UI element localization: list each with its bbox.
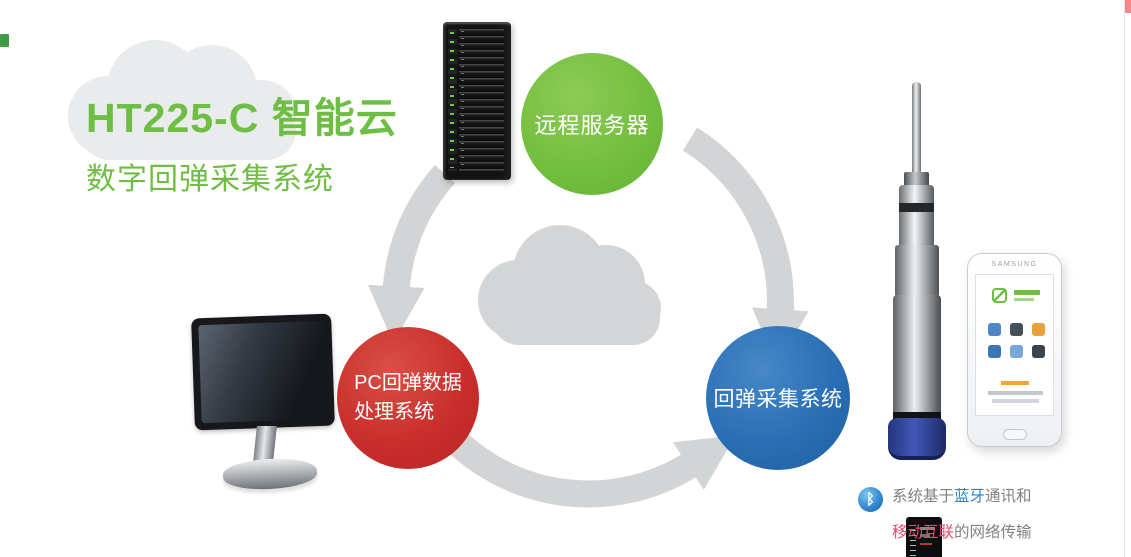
note-text: 通讯和	[985, 488, 1032, 505]
app-logo-text-bar	[1014, 290, 1040, 295]
node-remote-server-label: 远程服务器	[534, 113, 650, 138]
phone-home-button	[1003, 429, 1027, 440]
hammer-base-ring	[893, 412, 941, 420]
note-lines: 系统基于蓝牙通讯和 移动互联的网络传输	[892, 484, 1120, 542]
note-line-2: 移动互联的网络传输	[892, 520, 1120, 542]
pc-monitor-illustration	[191, 313, 338, 498]
monitor-stand-base	[222, 456, 318, 492]
hammer-label-band	[899, 203, 934, 212]
smartphone-illustration: SAMSUNG	[967, 253, 1062, 447]
bluetooth-icon: ᛒ	[858, 487, 883, 512]
app-icon	[987, 345, 1001, 358]
screen-footer-text-bar-2	[992, 399, 1039, 403]
pc-label-line1: PC回弹数据	[354, 372, 462, 394]
hammer-blue-base	[888, 418, 946, 460]
hammer-upper-cylinder	[899, 185, 934, 247]
arrow-server-to-pc	[368, 164, 456, 343]
server-rack-slots	[459, 29, 504, 171]
app-logo-text-bar-2	[1014, 298, 1034, 301]
cycle-arrows	[368, 127, 809, 508]
app-icon	[1009, 323, 1023, 336]
hammer-collar	[904, 172, 929, 187]
page-right-edge-line	[1124, 0, 1125, 557]
note-highlight-mobile: 移动互联	[892, 524, 955, 541]
hammer-display-panel	[906, 517, 942, 557]
hammer-main-body	[893, 295, 942, 557]
screen-footer-text-bar	[988, 391, 1043, 395]
hammer-panel-text	[920, 527, 935, 530]
title-block: HT225-C 智能云 数字回弹采集系统	[86, 84, 398, 198]
center-cloud	[478, 225, 661, 345]
rebound-hammer-illustration	[886, 82, 948, 557]
phone-screen	[975, 274, 1054, 416]
scrollbar-top-mark	[1125, 0, 1131, 13]
node-rebound-collector: 回弹采集系统	[706, 326, 850, 470]
server-rack-illustration	[443, 22, 511, 180]
arrow-pc-to-collector	[438, 423, 736, 508]
note-text: 系统基于	[892, 488, 955, 505]
title-cloud	[68, 40, 296, 160]
hammer-plunger-rod	[912, 82, 921, 178]
arrow-server-to-collector	[682, 127, 809, 366]
hammer-scale-ticks	[910, 525, 916, 557]
node-remote-server: 远程服务器	[521, 53, 663, 195]
product-subtitle: 数字回弹采集系统	[86, 163, 334, 196]
page-left-edge-mark	[0, 34, 9, 47]
app-icon	[1031, 323, 1045, 336]
server-led-column	[450, 32, 454, 168]
node-pc-processing-label: PC回弹数据 处理系统	[354, 369, 462, 427]
note-highlight-bluetooth: 蓝牙	[954, 488, 986, 505]
connectivity-note: ᛒ 系统基于蓝牙通讯和 移动互联的网络传输	[858, 484, 1120, 542]
cloud-base	[492, 290, 660, 345]
pc-label-line2: 处理系统	[354, 401, 435, 423]
monitor-stand-neck	[253, 426, 277, 462]
node-pc-processing: PC回弹数据 处理系统	[337, 327, 479, 469]
app-icon	[987, 323, 1001, 336]
server-led-column-2	[461, 31, 464, 170]
screen-footer-logo-bar	[1001, 381, 1029, 385]
hammer-panel-text	[920, 543, 932, 545]
cloud-base	[80, 100, 296, 160]
note-text: 的网络传输	[954, 524, 1032, 541]
monitor-display	[198, 320, 328, 424]
app-icon	[1009, 345, 1023, 358]
app-logo-icon	[992, 288, 1007, 303]
node-rebound-collector-label: 回弹采集系统	[713, 388, 843, 411]
product-title: HT225-C 智能云	[86, 95, 398, 141]
app-icon	[1031, 345, 1045, 358]
app-icon-grid	[987, 323, 1045, 358]
hammer-mid-section	[895, 245, 939, 436]
hammer-panel-text	[920, 534, 930, 537]
monitor-screen-bezel	[191, 313, 335, 431]
note-line-1: 系统基于蓝牙通讯和	[892, 484, 1120, 506]
phone-brand-text: SAMSUNG	[991, 261, 1038, 268]
